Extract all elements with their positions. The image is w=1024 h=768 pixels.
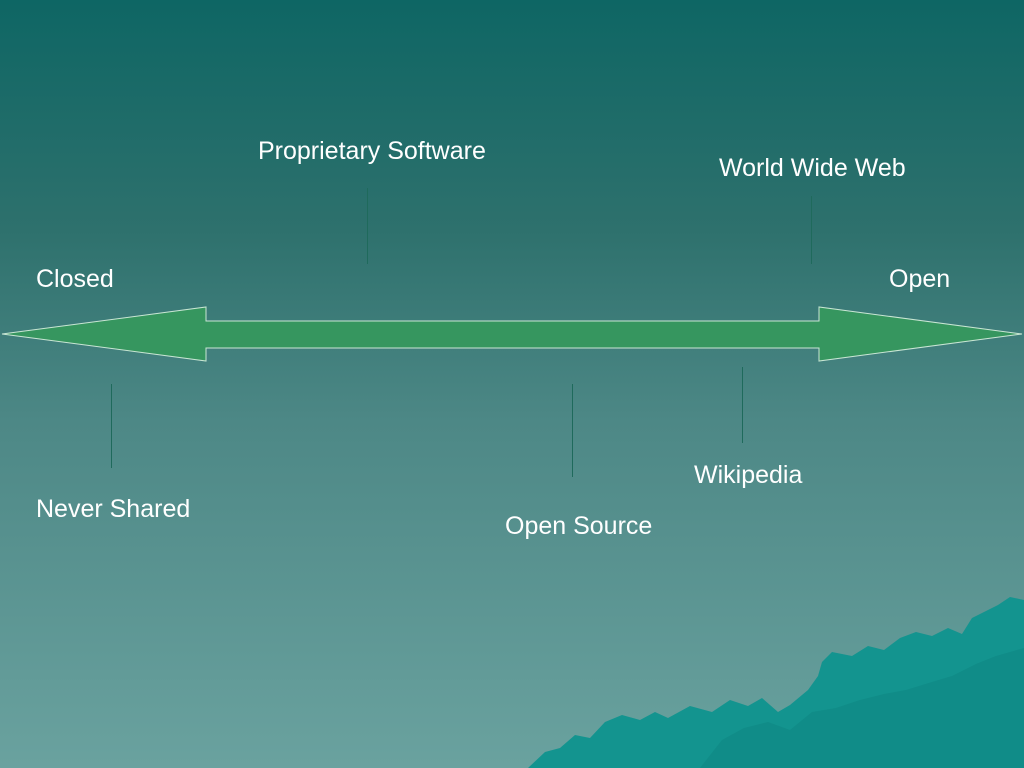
arrow-shape — [1, 306, 1023, 362]
never-shared-tick — [111, 384, 112, 468]
wikipedia-label: Wikipedia — [694, 461, 803, 489]
wikipedia-tick — [742, 367, 743, 443]
world-wide-web-label: World Wide Web — [719, 154, 906, 182]
world-wide-web-tick — [811, 196, 812, 264]
open-end-label: Open — [889, 265, 951, 293]
closed-end-label: Closed — [36, 265, 114, 293]
proprietary-software-tick — [367, 188, 368, 264]
open-source-label: Open Source — [505, 512, 653, 540]
proprietary-software-label: Proprietary Software — [258, 137, 486, 165]
open-source-tick — [572, 384, 573, 477]
never-shared-label: Never Shared — [36, 495, 191, 523]
mountain-shadow-shape — [700, 648, 1024, 768]
